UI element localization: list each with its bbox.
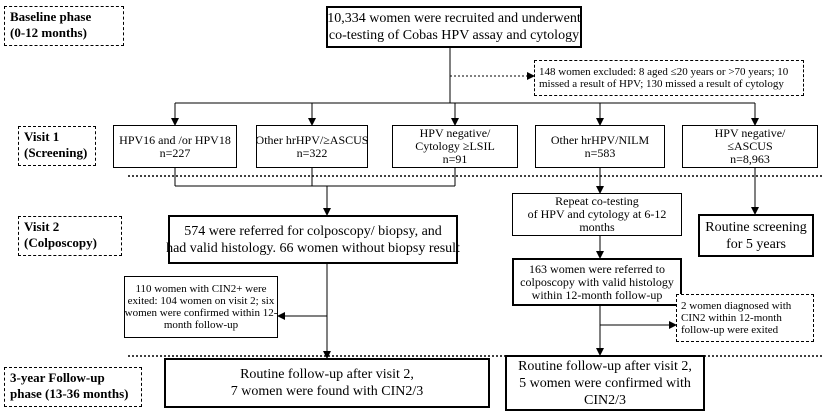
phase-label-baseline: Baseline phase(0-12 months) bbox=[4, 6, 124, 46]
node-followup-5: Routine follow-up after visit 2,5 women … bbox=[505, 355, 705, 411]
node-excluded: 148 women excluded: 8 aged ≤20 years or … bbox=[534, 60, 804, 96]
node-followup-7: Routine follow-up after visit 2,7 women … bbox=[164, 358, 490, 408]
node-referred-574: 574 were referred for colposcopy/ biopsy… bbox=[166, 215, 460, 264]
node-recruited: 10,334 women were recruited and underwen… bbox=[326, 6, 582, 48]
phase-label-visit1: Visit 1(Screening) bbox=[18, 126, 96, 166]
phase-label-visit2: Visit 2(Colposcopy) bbox=[18, 216, 122, 256]
